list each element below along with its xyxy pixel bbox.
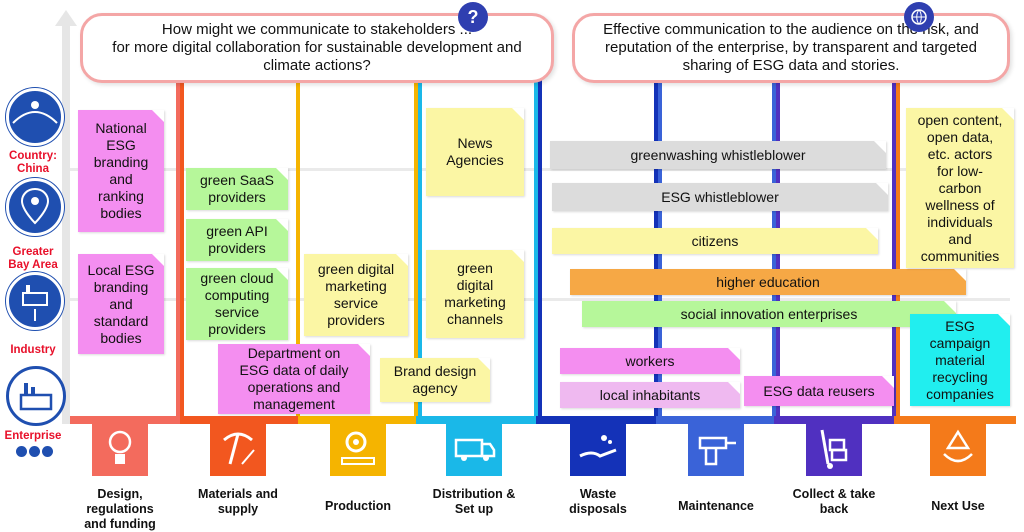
vertical-axis bbox=[62, 24, 70, 424]
note-news-agencies: News Agencies bbox=[426, 108, 524, 196]
stage-label-design: Design, regulations and funding bbox=[84, 487, 156, 531]
lightbulb-icon bbox=[92, 420, 148, 476]
note-workers: workers bbox=[560, 348, 740, 374]
stage-line-nextuse bbox=[892, 80, 896, 418]
stage-line-waste bbox=[534, 80, 538, 418]
level-label-enterprise: Enterprise bbox=[4, 430, 62, 442]
note-green-digital-channels: green digital marketing channels bbox=[426, 250, 524, 338]
stage-line-materials bbox=[176, 80, 180, 418]
stage-label-distribution: Distribution & Set up bbox=[432, 487, 516, 516]
note-local-inhabitants: local inhabitants bbox=[560, 382, 740, 408]
level-label-industry: Industry bbox=[10, 344, 56, 356]
note-citizens: citizens bbox=[552, 228, 878, 254]
hand-truck-icon bbox=[806, 420, 862, 476]
level-label-gba: Greater Bay Area bbox=[8, 246, 58, 271]
recycle-icon bbox=[930, 420, 986, 476]
grid-line bbox=[70, 298, 1010, 301]
stage-label-materials: Materials and supply bbox=[198, 487, 278, 516]
stage-label-next-use: Next Use bbox=[931, 499, 985, 513]
note-green-digital-providers: green digital marketing service provider… bbox=[304, 254, 408, 336]
pickaxe-icon bbox=[210, 420, 266, 476]
note-open-content: open content, open data, etc. actors for… bbox=[906, 108, 1014, 268]
note-esg-campaign: ESG campaign material recycling companie… bbox=[910, 314, 1010, 406]
drill-icon bbox=[688, 420, 744, 476]
enterprise-factory-icon bbox=[6, 366, 66, 426]
note-department-esg: Department on ESG data of daily operatio… bbox=[218, 344, 370, 414]
note-esg-data-reusers: ESG data reusers bbox=[744, 376, 894, 406]
location-pin-icon bbox=[6, 178, 64, 236]
note-esg-whistleblower: ESG whistleblower bbox=[552, 183, 888, 211]
stage-line-distribution bbox=[414, 80, 418, 418]
enterprise-badges-icon bbox=[16, 446, 56, 458]
question-mark-icon: ? bbox=[458, 2, 488, 32]
stage-label-maintenance: Maintenance bbox=[678, 499, 754, 513]
note-social-innovation: social innovation enterprises bbox=[582, 301, 956, 327]
globe-message-icon bbox=[904, 2, 934, 32]
note-green-saas: green SaaS providers bbox=[186, 168, 288, 210]
stage-line-production bbox=[296, 80, 300, 418]
country-map-icon bbox=[6, 88, 64, 146]
grid-line bbox=[70, 168, 1010, 171]
stage-label-collect: Collect & take back bbox=[792, 487, 876, 516]
note-brand-design: Brand design agency bbox=[380, 358, 490, 402]
stage-label-production: Production bbox=[325, 499, 391, 513]
stage-label-waste: Waste disposals bbox=[569, 487, 627, 516]
note-national-esg: National ESG branding and ranking bodies bbox=[78, 110, 164, 232]
gear-conveyor-icon bbox=[330, 420, 386, 476]
note-green-api: green API providers bbox=[186, 219, 288, 261]
level-label-country: Country: China bbox=[9, 150, 57, 175]
factory-pin-icon bbox=[6, 272, 64, 330]
question-right: Effective communication to the audience … bbox=[572, 13, 1010, 83]
note-greenwashing-whistleblower: greenwashing whistleblower bbox=[550, 141, 886, 169]
truck-icon bbox=[446, 420, 502, 476]
hand-waste-icon bbox=[570, 420, 626, 476]
note-local-esg: Local ESG branding and standard bodies bbox=[78, 254, 164, 354]
note-higher-education: higher education bbox=[570, 269, 966, 295]
question-left: How might we communicate to stakeholders… bbox=[80, 13, 554, 83]
axis-arrow-head bbox=[55, 10, 77, 26]
note-green-cloud: green cloud computing service providers bbox=[186, 268, 288, 340]
